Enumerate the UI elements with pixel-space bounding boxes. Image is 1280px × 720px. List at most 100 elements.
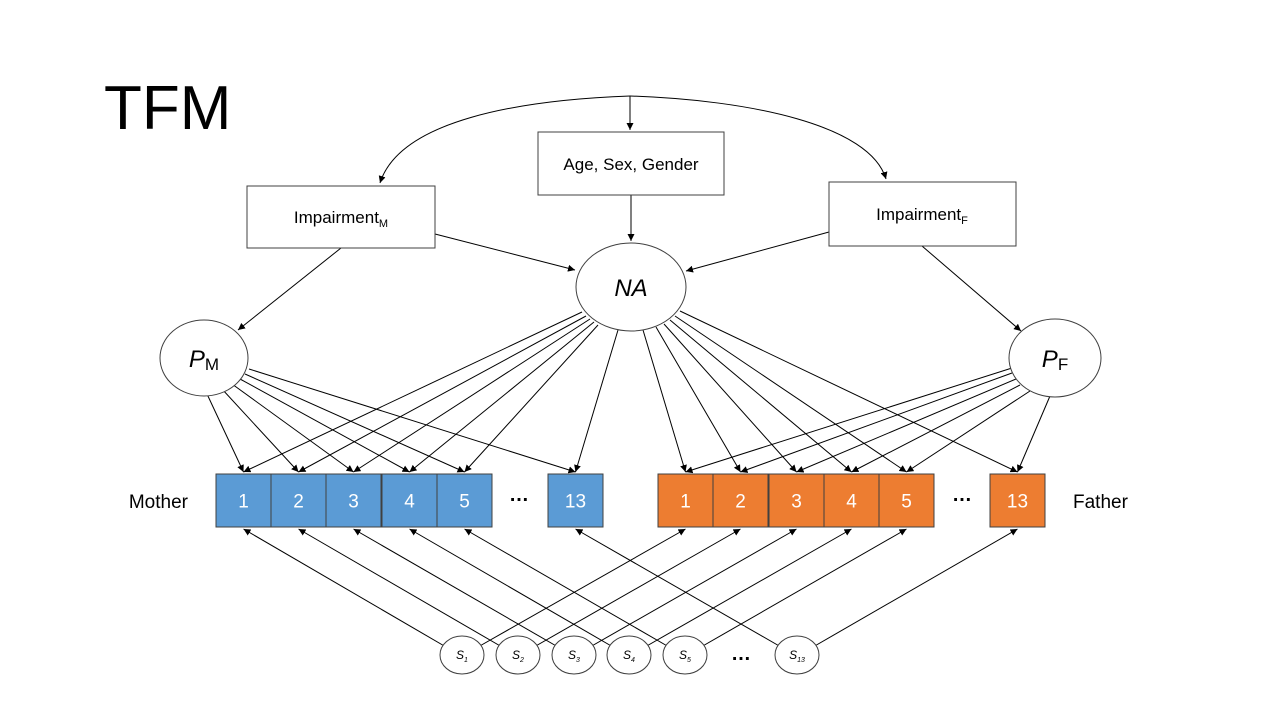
na-node: NA	[575, 242, 687, 332]
edge-na-to-father-item	[679, 310, 1018, 473]
father-item-5: 5	[878, 473, 935, 528]
situation-label: S2	[512, 648, 524, 664]
mother-item-1: 1	[215, 473, 272, 528]
covariates-label: Age, Sex, Gender	[563, 155, 698, 174]
edge-pm-to-mother-item	[239, 378, 410, 473]
edge-impairment-f-to-na	[685, 231, 830, 273]
item-cells: 1 2 3 4 5 13 1 2 3 4 5 13	[215, 473, 1046, 528]
edge-situation-to-father-item	[589, 528, 797, 648]
covariates-node: Age, Sex, Gender	[537, 131, 725, 196]
edge-situation-to-father-item	[812, 528, 1018, 648]
edge-pf-to-father-item	[851, 384, 1021, 473]
edges	[206, 95, 1051, 648]
edge-pm-to-mother-item	[221, 388, 299, 473]
mother-item-label: 3	[348, 492, 359, 513]
edge-situation-to-mother-item	[575, 528, 782, 648]
mother-item-2: 2	[270, 473, 327, 528]
situation-label: S4	[623, 648, 635, 664]
situation-label: S1	[456, 648, 468, 664]
mother-item-label: 1	[238, 492, 249, 513]
situation-nodes: S1 S2 S3 S4 S5 S13	[439, 635, 820, 675]
situation-label: S13	[789, 648, 805, 664]
father-item-1: 1	[657, 473, 714, 528]
mother-item-4: 4	[381, 473, 438, 528]
edge-situation-to-mother-item	[353, 528, 559, 648]
father-item-label: 5	[901, 492, 912, 513]
situation-node-4: S4	[606, 635, 652, 675]
situation-label: S3	[568, 648, 580, 664]
father-item-label: 2	[735, 492, 746, 513]
edge-impairment-f-to-pf	[921, 245, 1022, 332]
edge-impairment-m-to-na	[434, 233, 576, 272]
father-label: Father	[1073, 492, 1129, 513]
pf-label: PF	[1042, 346, 1068, 374]
mother-item-5: 5	[436, 473, 493, 528]
page-title: TFM	[104, 74, 232, 143]
father-ellipsis: …	[952, 484, 972, 506]
edge-pf-to-father-item	[1017, 395, 1051, 473]
edge-na-to-mother-item	[409, 321, 595, 473]
edge-top-to-impairment-f	[629, 95, 888, 180]
pm-label: PM	[189, 346, 219, 374]
edge-na-to-father-item	[642, 329, 687, 473]
father-item-3: 3	[768, 473, 825, 528]
edge-pf-to-father-item	[906, 390, 1031, 473]
impairment-m-label: ImpairmentM	[294, 208, 388, 230]
mother-item-label: 5	[459, 492, 470, 513]
mother-item-label: 4	[404, 492, 415, 513]
edge-situation-to-mother-item	[409, 528, 614, 648]
pm-node: PM	[159, 319, 249, 397]
edge-na-to-mother-item	[243, 311, 583, 473]
edge-pm-to-mother-item	[244, 373, 465, 473]
edge-situation-to-mother-item	[298, 528, 503, 648]
edge-na-to-father-item	[663, 323, 797, 473]
edge-situation-to-father-item	[533, 528, 741, 648]
pf-node: PF	[1008, 318, 1102, 398]
edge-situation-to-father-item	[644, 528, 852, 648]
impairment-f-label: ImpairmentF	[876, 205, 968, 227]
impairment-m-node: ImpairmentM	[246, 185, 436, 249]
edge-na-to-mother-item	[298, 315, 587, 473]
situation-node-13: S13	[774, 635, 820, 675]
father-item-label: 3	[791, 492, 802, 513]
edge-situation-to-mother-item	[243, 528, 447, 648]
na-label: NA	[614, 275, 647, 302]
situation-node-5: S5	[662, 635, 708, 675]
edge-pm-to-mother-item	[248, 368, 576, 474]
edge-na-to-mother-item	[353, 318, 591, 473]
father-item-label: 1	[680, 492, 691, 513]
edge-situation-to-father-item	[700, 528, 907, 648]
edge-na-to-mother-item	[464, 324, 599, 473]
edge-pf-to-father-item	[685, 367, 1013, 474]
situation-label: S5	[679, 648, 691, 664]
situation-node-1: S1	[439, 635, 485, 675]
edge-pf-to-father-item	[740, 372, 1013, 473]
situation-node-2: S2	[495, 635, 541, 675]
mother-item-3: 3	[325, 473, 382, 528]
impairment-f-node: ImpairmentF	[828, 181, 1017, 247]
mother-item-label: 2	[293, 492, 304, 513]
edge-pf-to-father-item	[796, 378, 1017, 473]
edge-pm-to-mother-item	[231, 383, 354, 473]
mother-item-13: 13	[547, 473, 604, 528]
father-item-label: 13	[1007, 492, 1028, 513]
edge-situation-to-father-item	[477, 528, 686, 648]
father-item-13: 13	[989, 473, 1046, 528]
edge-impairment-m-to-pm	[237, 247, 342, 331]
situation-node-3: S3	[551, 635, 597, 675]
situation-ellipsis: …	[731, 643, 751, 665]
edge-top-to-impairment-m	[378, 95, 631, 184]
edge-na-to-mother-item	[574, 329, 619, 473]
father-item-2: 2	[712, 473, 769, 528]
mother-item-label: 13	[565, 492, 586, 513]
father-item-label: 4	[846, 492, 857, 513]
edge-pm-to-mother-item	[206, 393, 244, 473]
mother-label: Mother	[129, 492, 189, 513]
edge-na-to-father-item	[655, 326, 741, 473]
edge-na-to-father-item	[674, 315, 907, 473]
father-item-4: 4	[823, 473, 880, 528]
edge-situation-to-mother-item	[464, 528, 670, 648]
edge-na-to-father-item	[669, 319, 852, 473]
mother-ellipsis: …	[509, 484, 529, 506]
